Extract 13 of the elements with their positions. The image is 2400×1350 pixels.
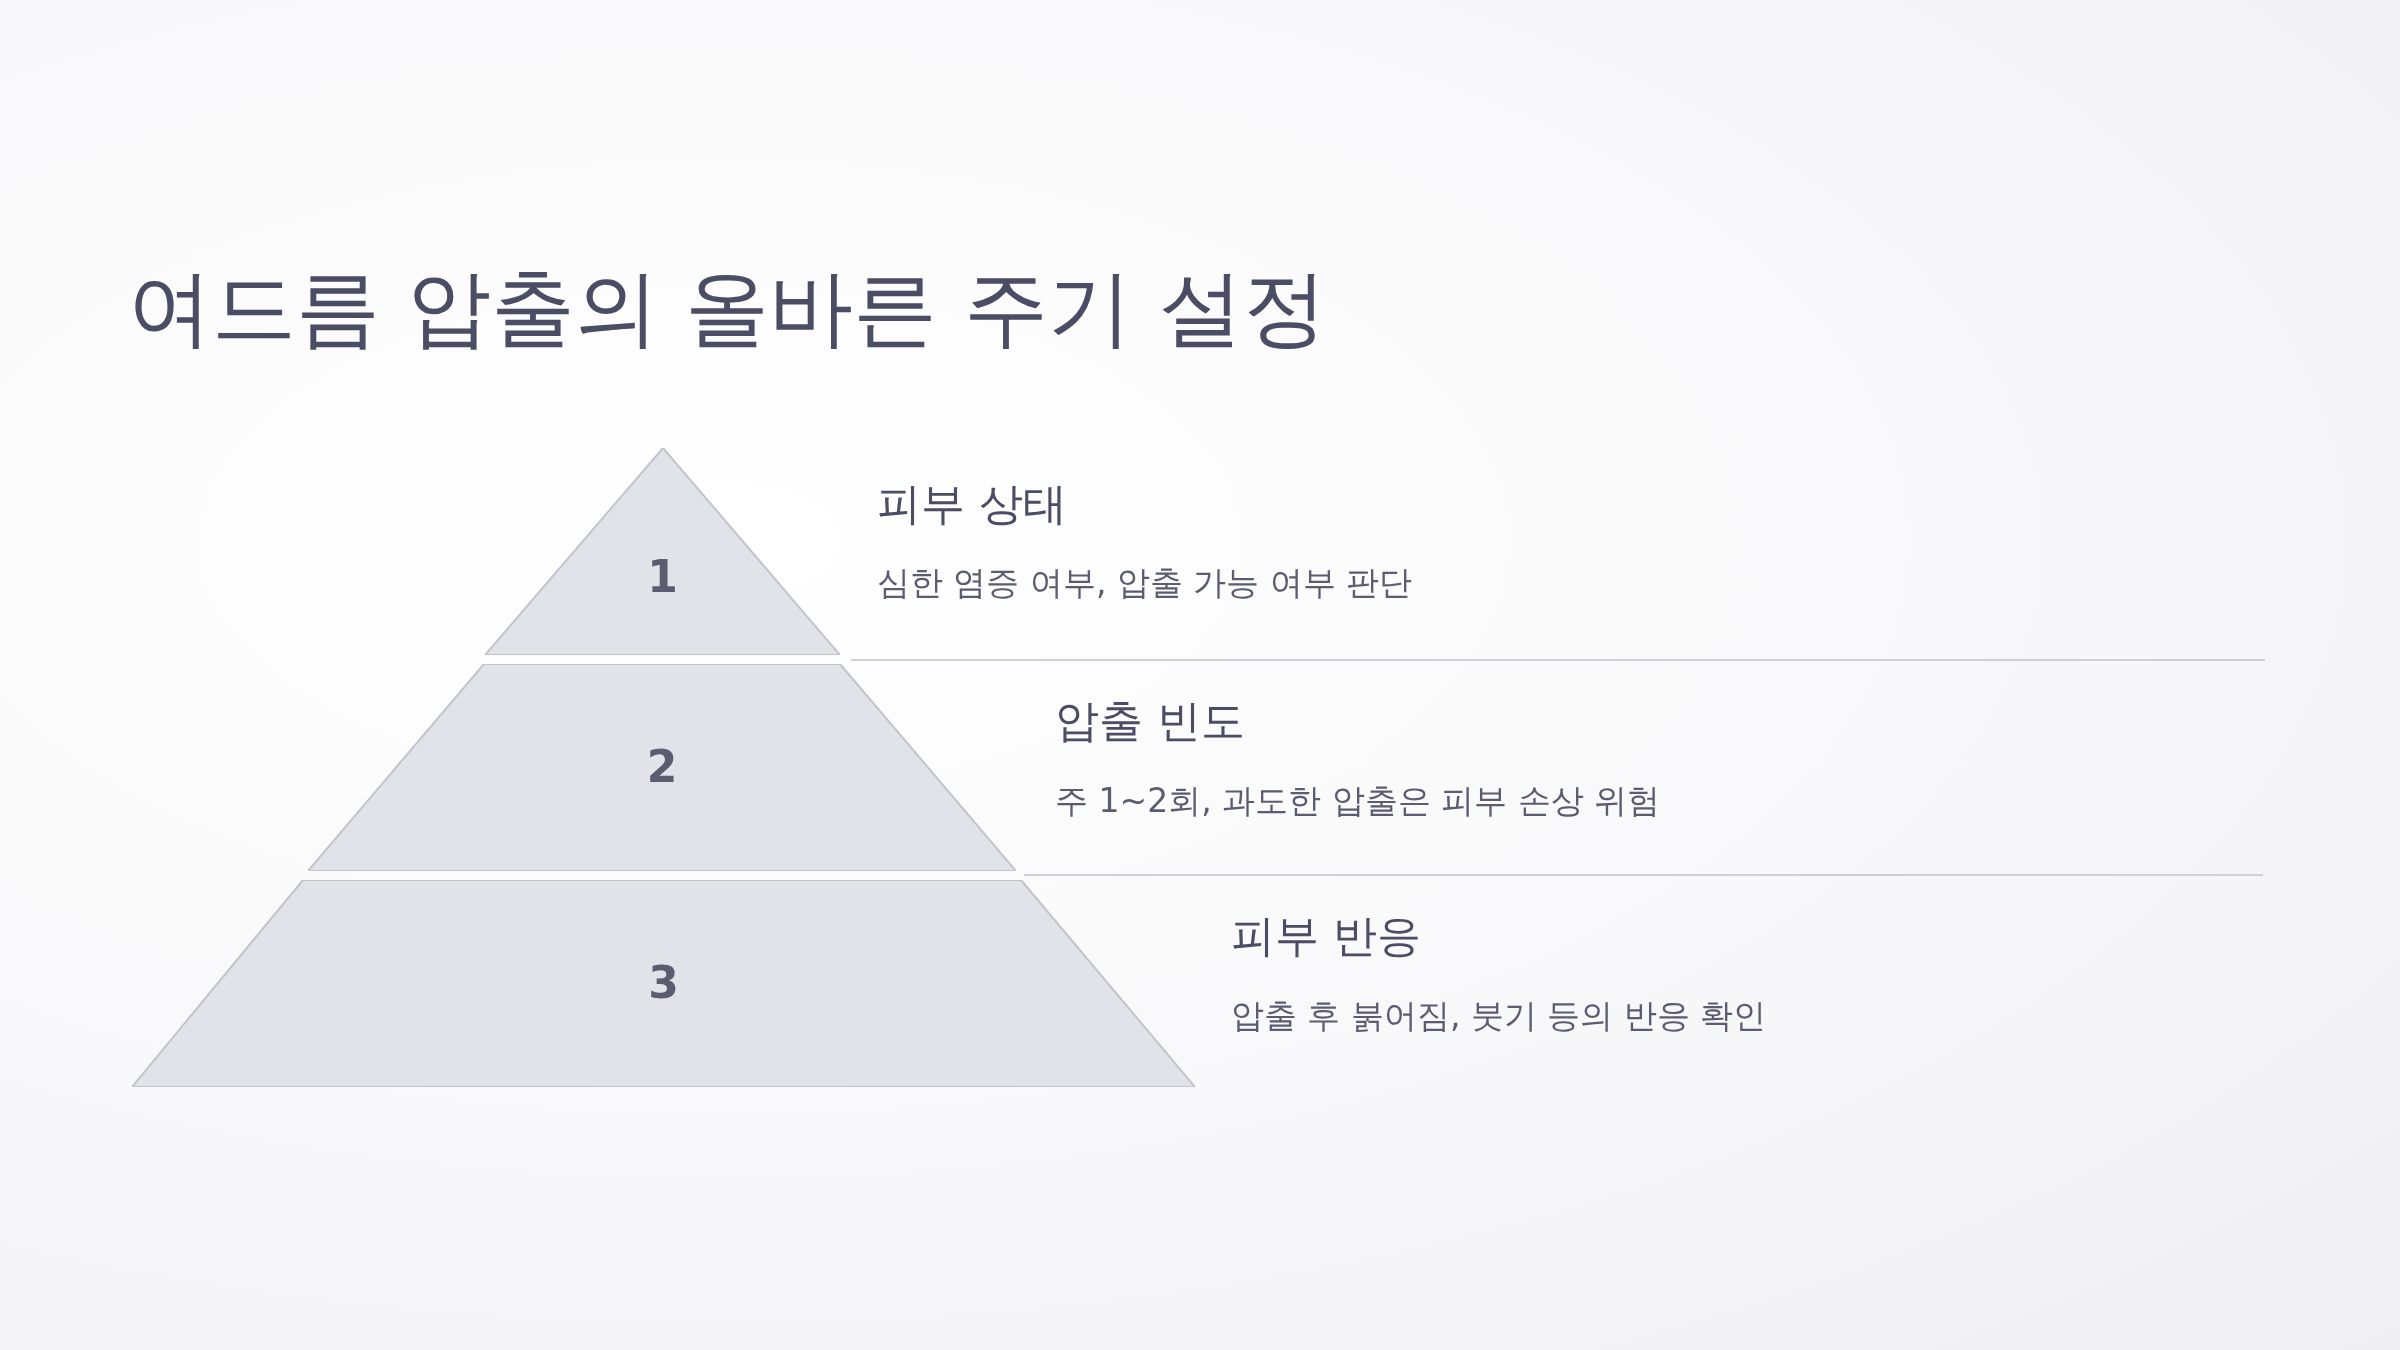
tier-description: 압출 후 붉어짐, 붓기 등의 반응 확인 bbox=[1231, 998, 1767, 1035]
pyramid-tier bbox=[132, 880, 1195, 1087]
tier-heading: 피부 반응 bbox=[1231, 912, 1421, 961]
tier-number: 1 bbox=[646, 555, 679, 599]
pyramid-tier bbox=[308, 664, 1016, 871]
tier-number: 3 bbox=[647, 961, 680, 1005]
pyramid-top-triangle bbox=[485, 448, 840, 655]
tier-description: 주 1~2회, 과도한 압출은 피부 손상 위험 bbox=[1055, 783, 1661, 820]
tier-number: 2 bbox=[645, 745, 679, 789]
tier-heading: 압출 빈도 bbox=[1055, 697, 1245, 746]
title: 여드름 압출의 올바른 주기 설정 bbox=[128, 262, 1327, 355]
tier-description: 심한 염증 여부, 압출 가능 여부 판단 bbox=[877, 565, 1413, 602]
tier-heading: 피부 상태 bbox=[877, 480, 1067, 529]
